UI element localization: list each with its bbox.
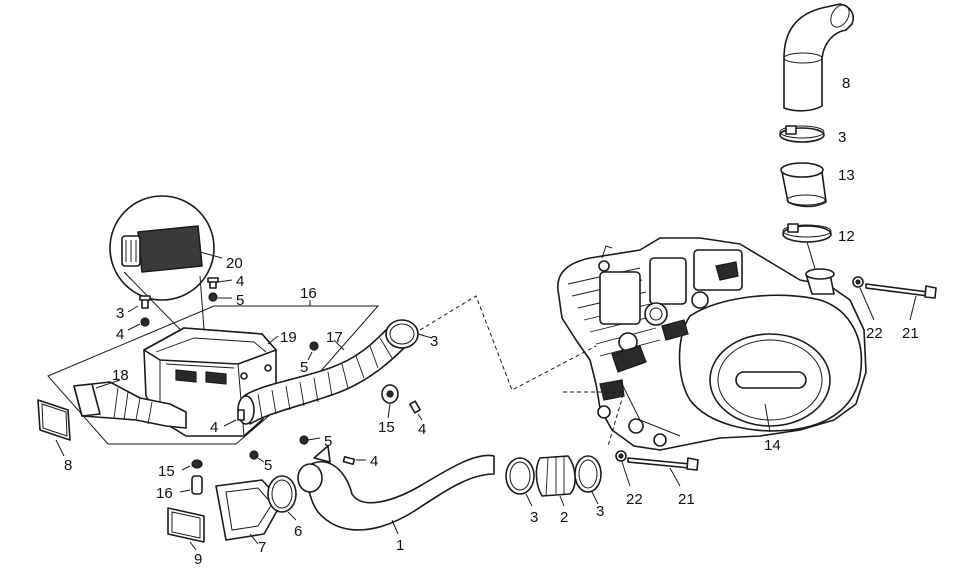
throttle-boot-2 [535, 455, 576, 497]
intake-hose-1 [297, 445, 495, 531]
callout-5: 4 [116, 326, 124, 343]
callout-8: 9 [194, 551, 202, 568]
nut-5-a [140, 317, 150, 327]
callout-4: 4 [370, 453, 378, 470]
seal-plate-8-lower [167, 507, 205, 543]
filter-element-20-detail [109, 195, 215, 357]
callout-4: 4 [210, 419, 218, 436]
callout-1: 1 [396, 537, 404, 554]
coupler-11 [780, 162, 827, 208]
hose-clamp-3-airbox [385, 319, 419, 349]
callout-5: 5 [264, 457, 272, 474]
callout-3: 3 [430, 333, 438, 350]
callout-3: 3 [530, 509, 538, 526]
engine-assembly-12 [557, 237, 867, 451]
callout-5: 5 [324, 433, 332, 450]
inlet-snorkel-18 [73, 381, 187, 429]
callout-21: 21 [678, 491, 695, 508]
callout-5: 5 [236, 292, 244, 309]
callout-8: 8 [64, 457, 72, 474]
washer-22-upper [852, 276, 864, 288]
hose-clamp-3-lower-right [574, 455, 602, 493]
hose-clamp-10 [782, 223, 832, 243]
callout-17: 17 [326, 329, 343, 346]
callout-5: 5 [300, 359, 308, 376]
callout-4: 3 [116, 305, 124, 322]
bolt-4-a [139, 295, 151, 309]
callout-3: 3 [596, 503, 604, 520]
nut-5-b [208, 292, 218, 302]
bolt-4-b [207, 277, 219, 289]
callout-13: 15 [158, 463, 175, 480]
callout-2: 2 [560, 509, 568, 526]
callout-11: 13 [838, 167, 855, 184]
callout-19: 19 [280, 329, 297, 346]
bolt-21-lower [627, 457, 699, 471]
callout-22: 22 [626, 491, 643, 508]
bolt-4-e [342, 455, 356, 465]
callout-4: 4 [418, 421, 426, 438]
intake-flange-7 [215, 479, 283, 541]
callout-4: 4 [236, 273, 244, 290]
drain-tube-14 [191, 475, 203, 495]
intake-elbow-9 [783, 3, 855, 112]
callout-20: 20 [226, 255, 243, 272]
hose-clamp-3-top [779, 125, 825, 143]
grommet-15 [381, 384, 399, 404]
nut-5-c [309, 341, 319, 351]
bolt-21-upper [865, 283, 937, 299]
cap-13 [191, 459, 203, 469]
nut-5-d [299, 435, 309, 445]
callout-22: 22 [866, 325, 883, 342]
callout-7: 7 [258, 539, 266, 556]
nut-5-e [249, 450, 259, 460]
callout-14: 16 [156, 485, 173, 502]
callout-18: 18 [112, 367, 129, 384]
callout-3: 3 [838, 129, 846, 146]
callout-6: 6 [294, 523, 302, 540]
callout-12: 14 [764, 437, 781, 454]
callout-15: 15 [378, 419, 395, 436]
bolt-4-c [237, 409, 245, 421]
callout-16: 16 [300, 285, 317, 302]
callout-10: 12 [838, 228, 855, 245]
hose-clamp-3-lower-left [505, 457, 535, 495]
bolt-4-d [409, 400, 421, 414]
callout-21: 21 [902, 325, 919, 342]
seal-plate-8-left [37, 399, 71, 441]
washer-22-lower [615, 450, 627, 462]
hose-clamp-6 [267, 475, 297, 513]
callout-9: 8 [842, 75, 850, 92]
